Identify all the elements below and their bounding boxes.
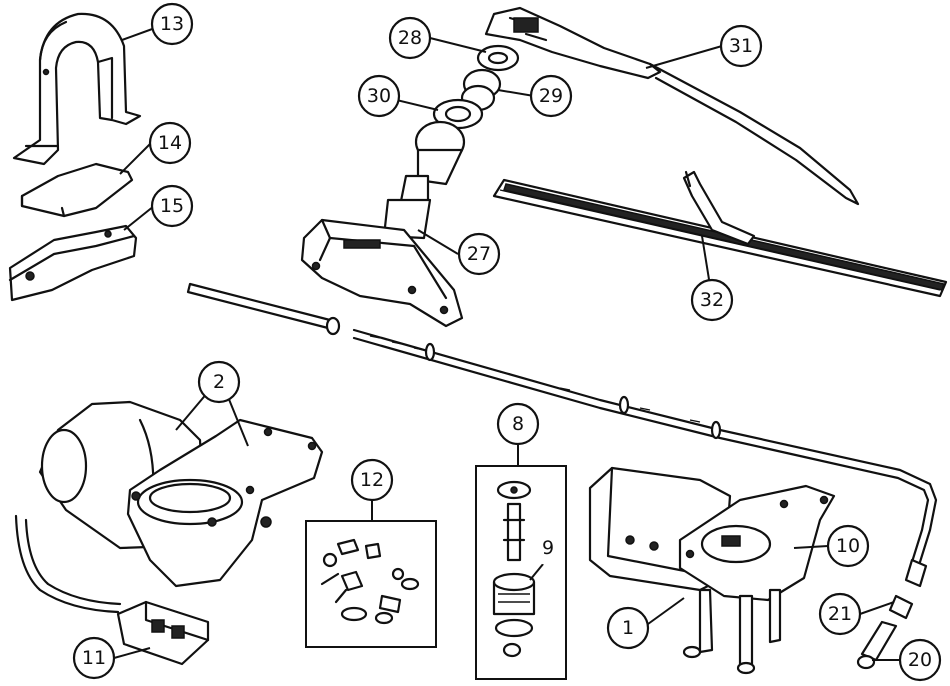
part-27-wheelbox [300, 120, 466, 328]
callout-29-label: 29 [539, 85, 563, 107]
callout-15: 15 [150, 184, 194, 228]
part-32-wiper-blade [492, 170, 948, 298]
callout-10: 10 [826, 524, 870, 568]
part-10-gearbox [678, 484, 836, 675]
callout-2-label: 2 [213, 371, 225, 393]
part-31-wiper-arm [484, 6, 860, 206]
callout-32: 32 [690, 278, 734, 322]
part-20-ferrule [856, 620, 898, 670]
callout-13-label: 13 [160, 13, 184, 35]
callout-8: 8 [496, 402, 540, 446]
callout-27-label: 27 [467, 243, 491, 265]
part-11-connector [14, 514, 210, 666]
callout-21: 21 [818, 592, 862, 636]
callout-31: 31 [719, 24, 763, 68]
callout-28-label: 28 [398, 27, 422, 49]
callout-32-label: 32 [700, 289, 724, 311]
part-8-mounting-box [475, 465, 567, 680]
callout-29: 29 [529, 74, 573, 118]
part-13-bracket [12, 12, 142, 166]
callout-8-label: 8 [512, 413, 524, 435]
part-28-washer [476, 44, 520, 72]
callout-20-label: 20 [908, 649, 932, 671]
callout-14: 14 [148, 121, 192, 165]
callout-28: 28 [388, 16, 432, 60]
callout-27: 27 [457, 232, 501, 276]
callout-31-label: 31 [729, 35, 753, 57]
callout-9-label: 9 [542, 537, 554, 559]
drive-rod [186, 282, 341, 336]
callout-11-label: 11 [82, 647, 106, 669]
part-14-pad [20, 162, 134, 218]
part-12-fixings-box [305, 520, 437, 648]
callout-21-label: 21 [828, 603, 852, 625]
callout-20: 20 [898, 638, 942, 682]
callout-13: 13 [150, 2, 194, 46]
callout-2: 2 [197, 360, 241, 404]
part-15-block [8, 224, 138, 302]
callout-1: 1 [606, 606, 650, 650]
callout-9: 9 [531, 531, 565, 565]
callout-12: 12 [350, 458, 394, 502]
part-2-motor [38, 400, 324, 588]
callout-1-label: 1 [622, 617, 634, 639]
callout-14-label: 14 [158, 132, 182, 154]
callout-15-label: 15 [160, 195, 184, 217]
callout-12-label: 12 [360, 469, 384, 491]
callout-30-label: 30 [367, 85, 391, 107]
callout-10-label: 10 [836, 535, 860, 557]
callout-11: 11 [72, 636, 116, 680]
part-21-fitting [888, 558, 928, 620]
drive-cable-rack [352, 328, 938, 564]
callout-30: 30 [357, 74, 401, 118]
